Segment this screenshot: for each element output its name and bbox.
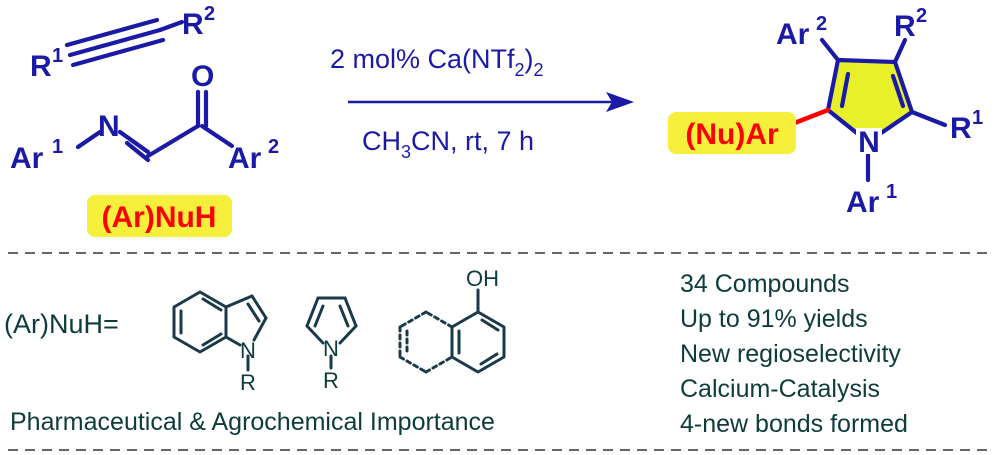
catalyst-prefix: 2 mol% Ca(NTf — [330, 44, 515, 74]
product-r1-superscript: 1 — [972, 107, 983, 129]
highlight-item-4: Calcium-Catalysis — [680, 375, 880, 403]
product-ar2-label: Ar — [776, 18, 810, 51]
alkyne: R 1 R 2 — [30, 3, 215, 83]
product-ar1-label: Ar — [846, 186, 880, 219]
pyrrole-inner-double-bond-right — [890, 73, 906, 109]
catalyst-subscript-2: 2 — [534, 60, 544, 80]
product-r2-superscript: 2 — [916, 5, 927, 27]
nucleophile-scope: (Ar)NuH= N R N R — [4, 266, 506, 436]
product-r2-label: R — [894, 10, 916, 43]
highlight-item-5: 4-new bonds formed — [680, 410, 908, 438]
ketone-ar2-label: Ar — [228, 142, 262, 175]
indole-structure: N R — [172, 290, 268, 395]
reaction-conditions: 2 mol% Ca(NTf2)2 CH3CN, rt, 7 h — [330, 44, 634, 162]
catalyst-text: 2 mol% Ca(NTf2)2 — [330, 44, 544, 80]
nucleophile-label: (Ar)NuH — [102, 201, 217, 234]
new-c-c-bond — [789, 107, 831, 127]
highlight-item-3: New regioselectivity — [680, 340, 901, 368]
pyrrole-r-label: R — [323, 368, 339, 393]
nitrogen-label-background — [856, 128, 882, 154]
reaction-arrow-head — [606, 92, 634, 112]
pyrrole-ring-outline — [825, 57, 915, 145]
scope-prefix: (Ar)NuH= — [4, 309, 119, 339]
highlight-item-2: Up to 91% yields — [680, 305, 868, 333]
naphthol-oh-label: OH — [466, 266, 499, 291]
product-ar2-superscript: 2 — [816, 13, 827, 35]
imine-ar1-label: Ar — [10, 142, 44, 175]
solvent-text: CH3CN, rt, 7 h — [362, 126, 534, 162]
solvent-b: CN, rt, 7 h — [411, 126, 534, 156]
pyrrole-inner-double-bond-left — [839, 71, 851, 109]
imine-nitrogen-label: N — [98, 110, 120, 143]
pyrrole-nitrogen-label: N — [323, 336, 339, 361]
ketone-ar2-superscript: 2 — [268, 136, 279, 158]
catalyst-close: ) — [525, 44, 534, 74]
nu-ar-highlight-box — [668, 112, 796, 154]
naphthol-structure: OH — [398, 266, 506, 374]
product-r1-label: R — [950, 112, 972, 145]
product-ar1-superscript: 1 — [886, 181, 897, 203]
indole-nitrogen-label: N — [240, 338, 256, 363]
product-nitrogen-label: N — [858, 126, 880, 159]
product-pyrrole: Ar 2 R 2 R 1 N Ar 1 (Nu)Ar — [668, 5, 983, 219]
imine-ketone: Ar 1 N O Ar 2 — [10, 60, 279, 175]
alkyne-r1-superscript: 1 — [52, 45, 63, 67]
highlights-list: 34 Compounds Up to 91% yields New regios… — [680, 270, 908, 438]
imine-ar1-superscript: 1 — [52, 136, 63, 158]
nucleophile-highlight: (Ar)NuH — [87, 195, 232, 237]
catalyst-subscript: 2 — [515, 60, 525, 80]
carbonyl-oxygen-label: O — [191, 60, 214, 93]
solvent-subscript: 3 — [401, 142, 411, 162]
product-nu-ar-label: (Nu)Ar — [685, 118, 779, 151]
importance-caption: Pharmaceutical & Agrochemical Importance — [10, 408, 495, 436]
alkyne-r2-label: R — [182, 8, 204, 41]
pyrrole-ring-fill — [828, 60, 912, 142]
highlight-item-1: 34 Compounds — [680, 270, 850, 298]
pyrrole-structure: N R — [305, 296, 358, 393]
alkyne-r1-label: R — [30, 50, 52, 83]
solvent-a: CH — [362, 126, 401, 156]
alkyne-r2-superscript: 2 — [204, 3, 215, 25]
indole-r-label: R — [240, 370, 256, 395]
